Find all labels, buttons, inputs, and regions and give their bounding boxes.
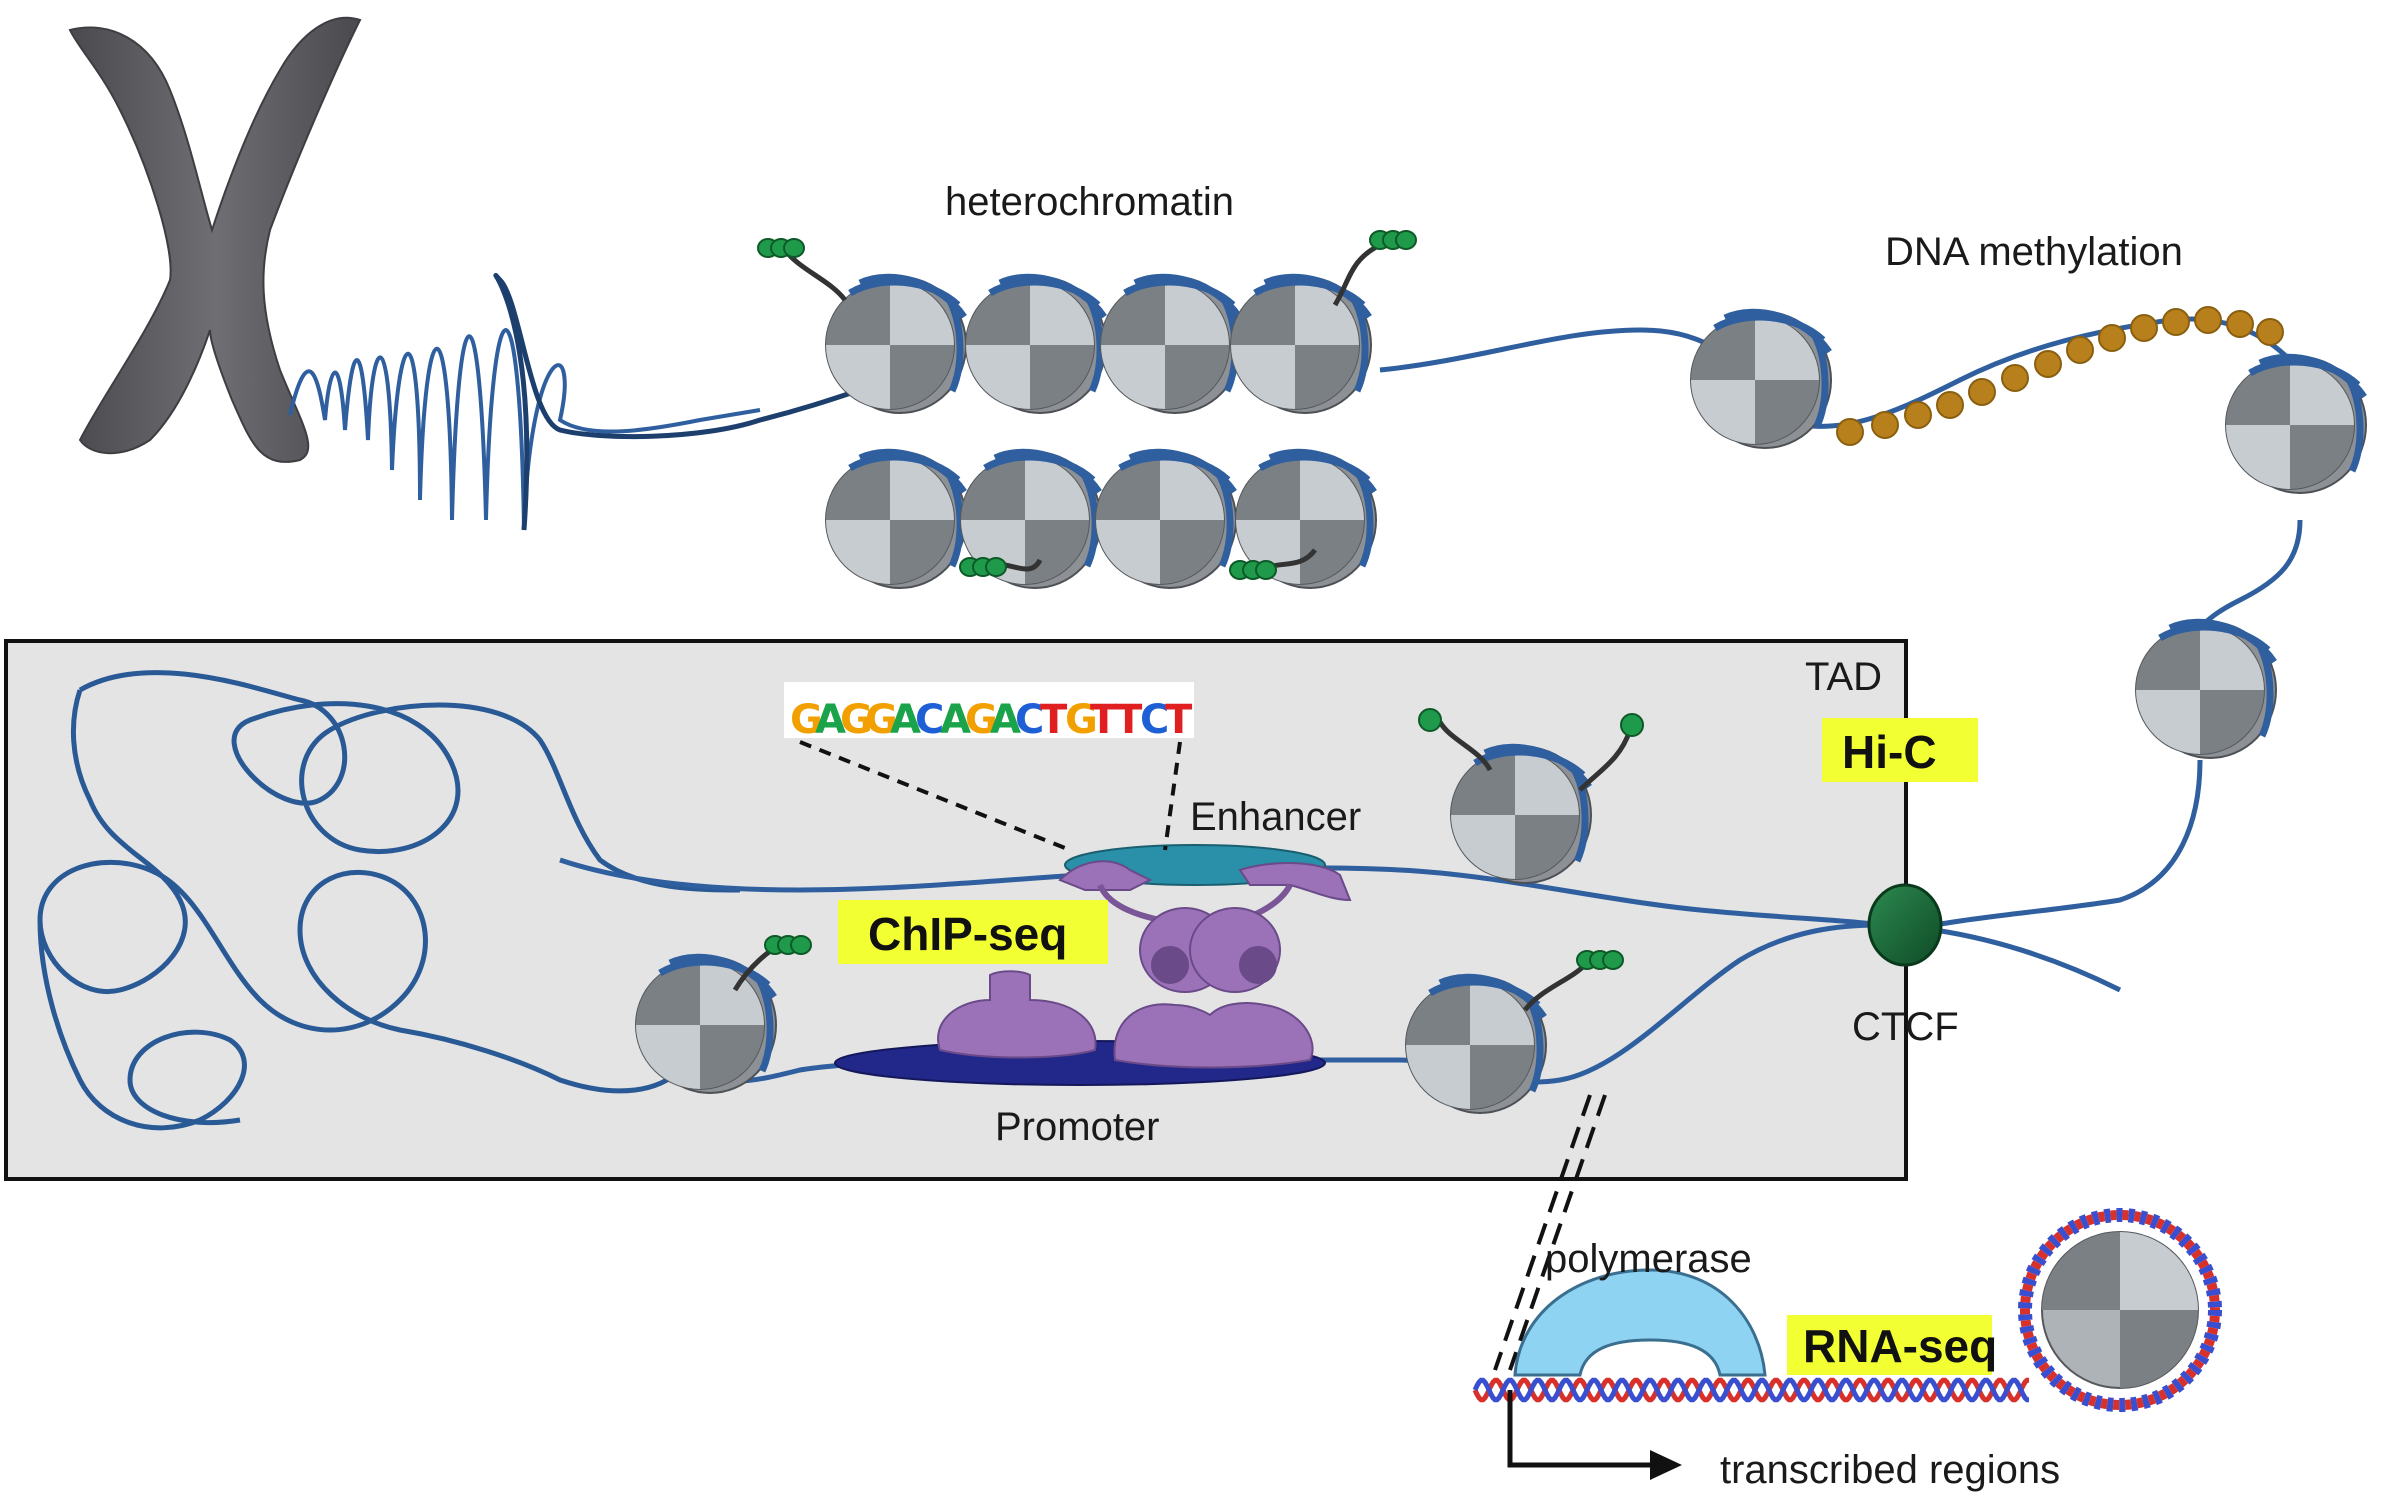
transcription-arrowhead [1650,1450,1682,1480]
tad-label: TAD [1805,655,1882,699]
motif-letter: T [1090,697,1118,743]
motif-letter: A [990,697,1021,743]
motif-letter: C [915,697,944,743]
motif-letter: A [815,697,846,743]
zoom-dashed-lines [1493,1094,1607,1371]
nucleosome-right-top [2226,357,2366,493]
motif-letter: A [940,697,971,743]
promoter-label: Promoter [995,1105,1160,1149]
motif-letter: T [1115,697,1143,743]
polymerase-label: polymerase [1545,1237,1752,1281]
histone-tail-marks [757,230,1417,580]
rnaseq-highlight [1787,1315,1992,1375]
methyl-beads [1836,306,2284,446]
rna-double-helix [1472,1377,2029,1403]
chipseq-highlight [838,900,1108,964]
nucleosome-methyl-left [1691,312,1831,448]
chromosome-icon [68,16,362,463]
dna-methylation-label: DNA methylation [1885,230,2183,274]
transcribed-regions-label: transcribed regions [1720,1448,2060,1492]
promoter-strand [678,922,1881,1085]
hic-label: Hi-C [1842,726,1937,778]
nucleosome-tad-upper [1451,747,1591,883]
nucleosome-tad-right [1406,977,1546,1113]
dna-linker [493,273,861,531]
outgoing-strand [1934,927,2122,993]
motif-letter: G [840,697,873,743]
chipseq-label: ChIP-seq [868,908,1067,960]
heterochromatin-cluster [826,277,1376,588]
rnaseq-label: RNA-seq [1803,1320,1997,1372]
motif-letter: C [1015,697,1044,743]
nucleosome-tad-left [636,957,776,1093]
transcription-arrow [1507,1390,1650,1468]
motif-letter: G [965,697,998,743]
motif-letter: T [1165,697,1193,743]
heterochromatin-label: heterochromatin [945,180,1234,224]
nucleosome-right-middle [2136,622,2276,758]
methylation-dna [1779,316,2292,429]
motif-letter: T [1040,697,1068,743]
motif-pointer-lines [799,740,1182,852]
ctcf-protein [1867,883,1943,967]
polymerase-protein [1513,1268,1767,1377]
motif-letter: C [1140,697,1169,743]
motif-letter: G [790,697,823,743]
motif-letter: G [865,697,898,743]
motif-letter: G [1065,697,1098,743]
transcription-factor-complex [937,860,1352,1069]
coiled-nucleosome [2018,1208,2222,1412]
tad-histone-marks [732,708,1644,1012]
hic-highlight [1822,718,1978,782]
enhancer-label: Enhancer [1190,795,1361,839]
ctcf-label: CTCF [1852,1005,1959,1049]
tangled-dna-loop [37,670,741,1131]
heterochromatin-dna [1379,327,1722,373]
motif-letter: A [890,697,921,743]
